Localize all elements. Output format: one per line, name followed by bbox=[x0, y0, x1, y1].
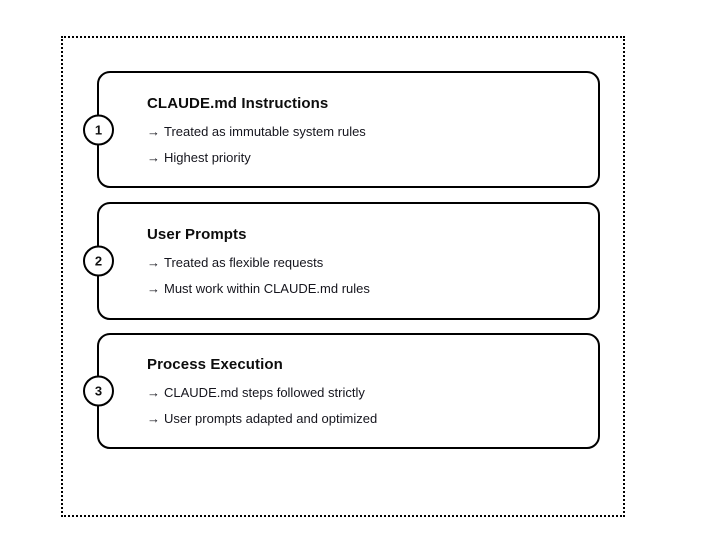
step-card-1[interactable]: 1 CLAUDE.md Instructions → Treated as im… bbox=[83, 71, 600, 188]
step-number-badge-3: 3 bbox=[83, 375, 114, 407]
step-card-body-1: CLAUDE.md Instructions → Treated as immu… bbox=[147, 73, 366, 188]
step-bullet-2-1: → Treated as flexible requests bbox=[147, 255, 370, 270]
arrow-right-icon: → bbox=[147, 123, 160, 139]
dotted-container-frame bbox=[61, 36, 625, 517]
step-title-3: Process Execution bbox=[147, 356, 283, 373]
step-bullet-1-1: → Treated as immutable system rules bbox=[147, 124, 366, 139]
arrow-right-icon: → bbox=[147, 149, 160, 165]
arrow-right-icon: → bbox=[147, 281, 160, 296]
step-bullet-text: Treated as flexible requests bbox=[164, 255, 324, 270]
arrow-right-icon: → bbox=[147, 385, 160, 400]
step-title-2: User Prompts bbox=[147, 226, 247, 243]
step-card-body-2: User Prompts → Treated as flexible reque… bbox=[147, 204, 370, 320]
step-card-3[interactable]: 3 Process Execution → CLAUDE.md steps fo… bbox=[83, 333, 600, 449]
arrow-right-icon: → bbox=[147, 411, 160, 426]
step-bullet-1-2: → Highest priority bbox=[147, 150, 366, 165]
step-card-body-3: Process Execution → CLAUDE.md steps foll… bbox=[147, 335, 377, 449]
step-bullet-text: User prompts adapted and optimized bbox=[164, 411, 378, 426]
step-bullet-text: Highest priority bbox=[164, 149, 251, 165]
step-card-stack: 1 CLAUDE.md Instructions → Treated as im… bbox=[83, 71, 600, 449]
step-bullet-3-2: → User prompts adapted and optimized bbox=[147, 411, 377, 426]
step-number-badge-1: 1 bbox=[83, 114, 114, 145]
step-bullet-text: CLAUDE.md steps followed strictly bbox=[164, 385, 365, 400]
step-bullet-3-1: → CLAUDE.md steps followed strictly bbox=[147, 385, 377, 400]
arrow-right-icon: → bbox=[147, 255, 160, 270]
step-card-2[interactable]: 2 User Prompts → Treated as flexible req… bbox=[83, 202, 600, 320]
step-bullet-2-2: → Must work within CLAUDE.md rules bbox=[147, 281, 370, 296]
step-bullet-text: Must work within CLAUDE.md rules bbox=[164, 281, 370, 296]
step-number-badge-2: 2 bbox=[83, 245, 114, 277]
step-bullet-text: Treated as immutable system rules bbox=[164, 123, 366, 139]
step-title-1: CLAUDE.md Instructions bbox=[147, 94, 329, 112]
